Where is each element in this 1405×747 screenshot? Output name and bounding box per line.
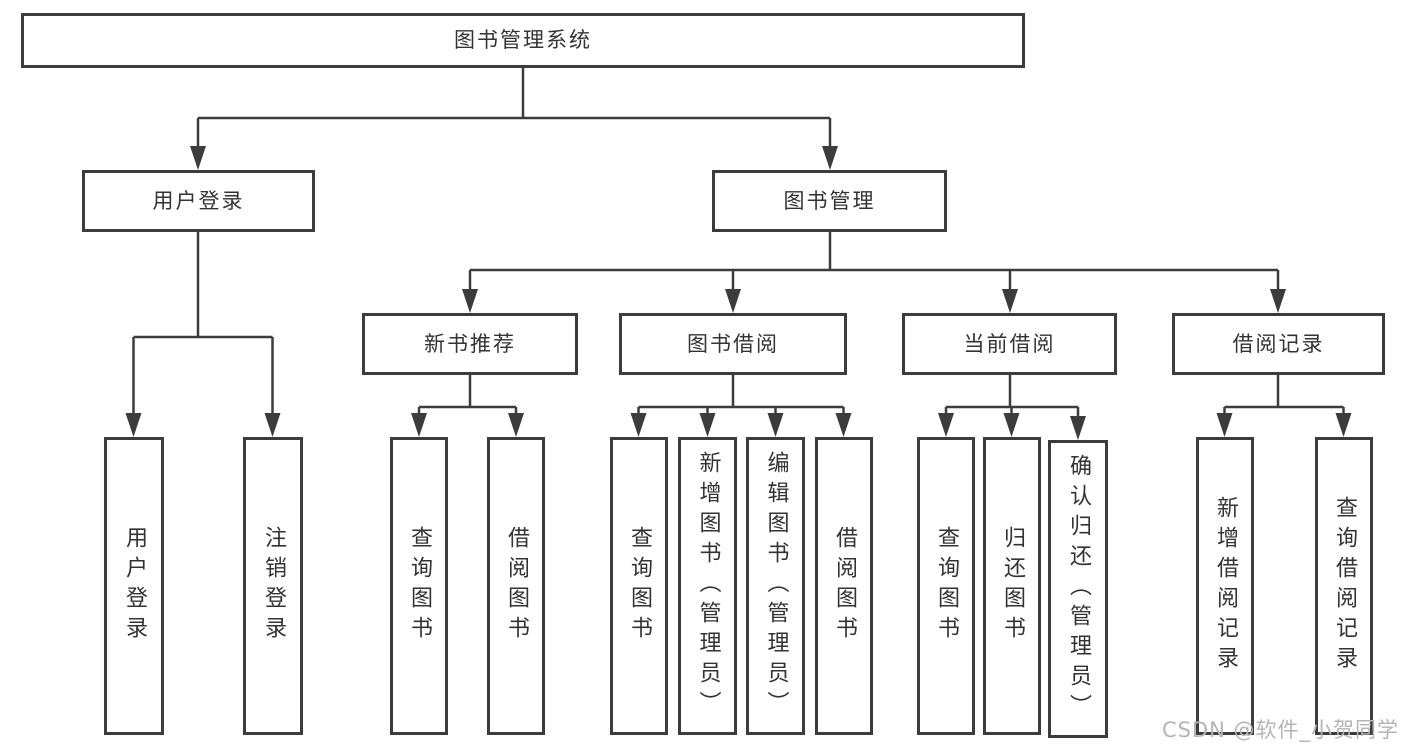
connector-borrow-records-children	[1216, 375, 1352, 437]
node-book-management: 图书管理	[712, 170, 947, 232]
leaf-confirm-return-admin: 确认归还（管理员）	[1048, 440, 1108, 738]
leaf-user-login: 用户登录	[104, 437, 164, 735]
leaf-edit-books-admin: 编辑图书（管理员）	[746, 437, 805, 735]
leaf-borrow-books-recommend: 借阅图书	[487, 437, 545, 735]
node-user-login: 用户登录	[82, 170, 315, 232]
leaf-return-books: 归还图书	[983, 437, 1041, 735]
leaf-query-books-borrow: 查询图书	[610, 437, 668, 735]
connector-user-login-children	[125, 232, 281, 437]
node-borrow-records: 借阅记录	[1172, 313, 1385, 375]
leaf-logout-login: 注销登录	[243, 437, 303, 735]
node-new-book-recommend: 新书推荐	[362, 313, 578, 375]
connector-book-management-children	[462, 232, 1286, 313]
connector-new-book-recommend-children	[411, 375, 524, 437]
node-library-management-system: 图书管理系统	[21, 13, 1025, 68]
connector-book-borrow-children	[630, 375, 852, 437]
watermark: CSDN @软件_小贺同学	[1161, 718, 1399, 742]
leaf-query-borrow-record: 查询借阅记录	[1315, 437, 1373, 735]
connector-current-borrow-children	[938, 375, 1086, 440]
leaf-query-books-current: 查询图书	[917, 437, 975, 735]
leaf-query-books-recommend: 查询图书	[390, 437, 448, 735]
connector-root-to-level2	[190, 68, 838, 170]
node-book-borrow: 图书借阅	[619, 313, 847, 375]
leaf-add-borrow-record: 新增借阅记录	[1196, 437, 1254, 735]
leaf-borrow-books: 借阅图书	[815, 437, 873, 735]
leaf-add-books-admin: 新增图书（管理员）	[678, 437, 737, 735]
node-current-borrow: 当前借阅	[902, 313, 1117, 375]
